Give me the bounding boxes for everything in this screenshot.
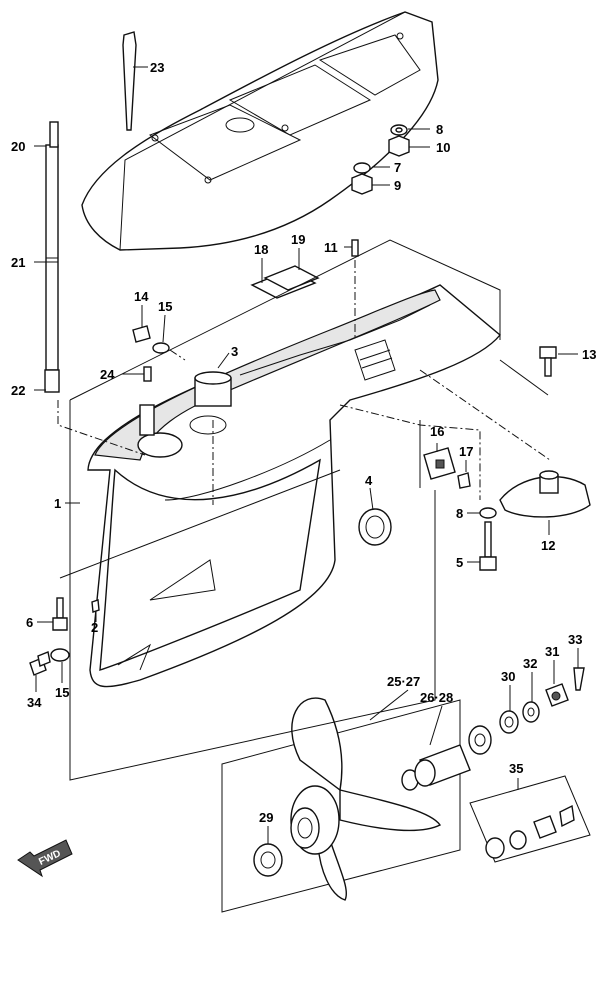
leader-lines	[34, 66, 579, 844]
callout-2: 2	[91, 620, 98, 635]
callout-4: 4	[365, 473, 373, 488]
bushing-set	[401, 725, 492, 791]
callout-31: 31	[545, 644, 559, 659]
callout-labels: 23 20 21 22 8 10 7 9 18 19 11 14 15 3 24…	[11, 60, 596, 868]
tie-strap	[122, 31, 137, 131]
callout-29: 29	[259, 810, 273, 825]
callout-22: 22	[11, 383, 25, 398]
kit-frame	[469, 775, 591, 863]
callout-21: 21	[11, 255, 25, 270]
gear-housing	[87, 284, 501, 688]
callout-14: 14	[134, 289, 149, 304]
callout-24: 24	[100, 367, 115, 382]
callout-23: 23	[150, 60, 164, 75]
thrust-washer	[253, 843, 283, 877]
anode-plate	[499, 470, 591, 518]
callout-9: 9	[394, 178, 401, 193]
pin-2	[91, 599, 100, 613]
drain-plug	[29, 648, 70, 676]
plug-and-washer	[132, 325, 170, 354]
propeller	[290, 697, 442, 901]
callout-16: 16	[430, 424, 444, 439]
bolt-6	[52, 597, 68, 631]
callout-8b: 8	[456, 506, 463, 521]
callout-33: 33	[568, 632, 582, 647]
callout-12: 12	[541, 538, 555, 553]
kit-parts	[485, 804, 575, 859]
callout-5: 5	[456, 555, 463, 570]
callout-20: 20	[11, 139, 25, 154]
oil-seal	[358, 508, 392, 546]
bolt-13	[539, 346, 557, 377]
callout-17: 17	[459, 444, 473, 459]
gear-case-cover	[81, 11, 439, 251]
gasket-plates	[250, 265, 320, 299]
bolt-5-assembly	[479, 507, 497, 571]
callout-3: 3	[231, 344, 238, 359]
callout-1: 1	[54, 496, 61, 511]
callout-26-28: 26·28	[420, 690, 453, 705]
fwd-arrow-icon	[17, 839, 73, 878]
callout-35: 35	[509, 761, 523, 776]
callout-15b: 15	[55, 685, 69, 700]
callout-30: 30	[501, 669, 515, 684]
callout-18: 18	[254, 242, 268, 257]
small-hardware-top	[351, 124, 410, 195]
callout-34: 34	[27, 695, 42, 710]
callout-15: 15	[158, 299, 172, 314]
dowel-pin	[143, 366, 152, 382]
shift-rod	[44, 121, 60, 393]
callout-10: 10	[436, 140, 450, 155]
bracket-16	[423, 447, 471, 489]
callout-8: 8	[436, 122, 443, 137]
propeller-group-frame	[221, 699, 461, 913]
callout-25-27: 25·27	[387, 674, 420, 689]
prop-nut-set	[499, 667, 585, 734]
callout-7: 7	[394, 160, 401, 175]
callout-13: 13	[582, 347, 596, 362]
callout-11: 11	[324, 240, 338, 255]
pin	[351, 239, 359, 257]
callout-32: 32	[523, 656, 537, 671]
callout-6: 6	[26, 615, 33, 630]
callout-19: 19	[291, 232, 305, 247]
